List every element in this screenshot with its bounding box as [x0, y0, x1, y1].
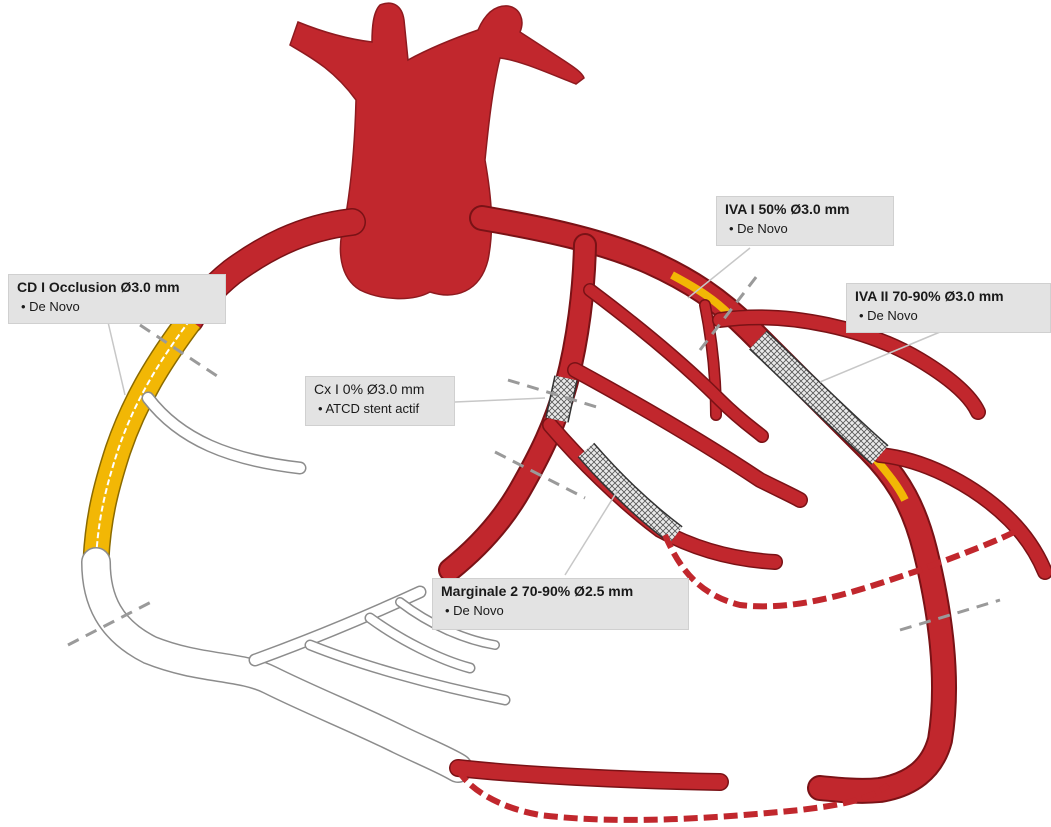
lesion-label-iva2: IVA II 70-90% Ø3.0 mm De Novo	[846, 283, 1051, 333]
circumflex-artery	[450, 245, 800, 570]
lesion-title: CD I Occlusion Ø3.0 mm	[17, 278, 217, 297]
lesion-label-iva1: IVA I 50% Ø3.0 mm De Novo	[716, 196, 894, 246]
aorta	[290, 3, 584, 298]
lesion-title: IVA I 50% Ø3.0 mm	[725, 200, 885, 219]
lesion-title: IVA II 70-90% Ø3.0 mm	[855, 287, 1042, 306]
lesion-label-cx1: Cx I 0% Ø3.0 mm ATCD stent actif	[305, 376, 455, 426]
lesion-label-cd1: CD I Occlusion Ø3.0 mm De Novo	[8, 274, 226, 324]
lesion-title: Marginale 2 70-90% Ø2.5 mm	[441, 582, 680, 601]
lesion-note: ATCD stent actif	[314, 399, 446, 418]
lesion-label-marg2: Marginale 2 70-90% Ø2.5 mm De Novo	[432, 578, 689, 630]
lesion-title: Cx I 0% Ø3.0 mm	[314, 380, 446, 399]
lesion-note: De Novo	[855, 306, 1042, 325]
lesion-note: De Novo	[441, 601, 680, 620]
lesion-note: De Novo	[17, 297, 217, 316]
lesion-note: De Novo	[725, 219, 885, 238]
